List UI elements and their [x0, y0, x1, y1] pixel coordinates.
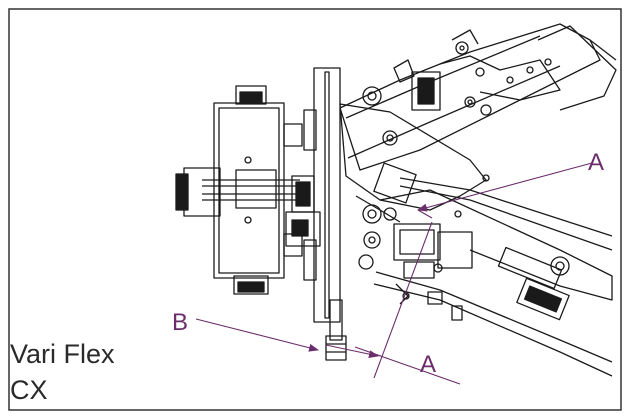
- callout-leaders: [195, 162, 593, 385]
- caption-line-1: Vari Flex: [10, 339, 115, 369]
- callout-labels: A A B: [172, 149, 604, 378]
- mower-head: [175, 85, 321, 295]
- callout-a-lower-leader: [354, 346, 461, 385]
- section-cut-line: [373, 221, 433, 379]
- callout-b: B: [172, 309, 188, 336]
- dimension-arrow: [325, 344, 379, 359]
- lower-bracket: [339, 103, 487, 279]
- boom-arm: [339, 23, 617, 171]
- callout-a-upper-leader: [417, 162, 593, 212]
- callout-a-lower: A: [420, 351, 436, 378]
- section-line-a: [417, 209, 433, 219]
- machine-linework: [175, 23, 617, 377]
- hydraulic-ram: [373, 174, 613, 377]
- mast-plate: [303, 67, 347, 361]
- callout-b-leader: [195, 318, 319, 352]
- callout-a-upper: A: [588, 149, 604, 176]
- drawing-border: [8, 8, 622, 411]
- caption-line-2: CX: [10, 375, 48, 405]
